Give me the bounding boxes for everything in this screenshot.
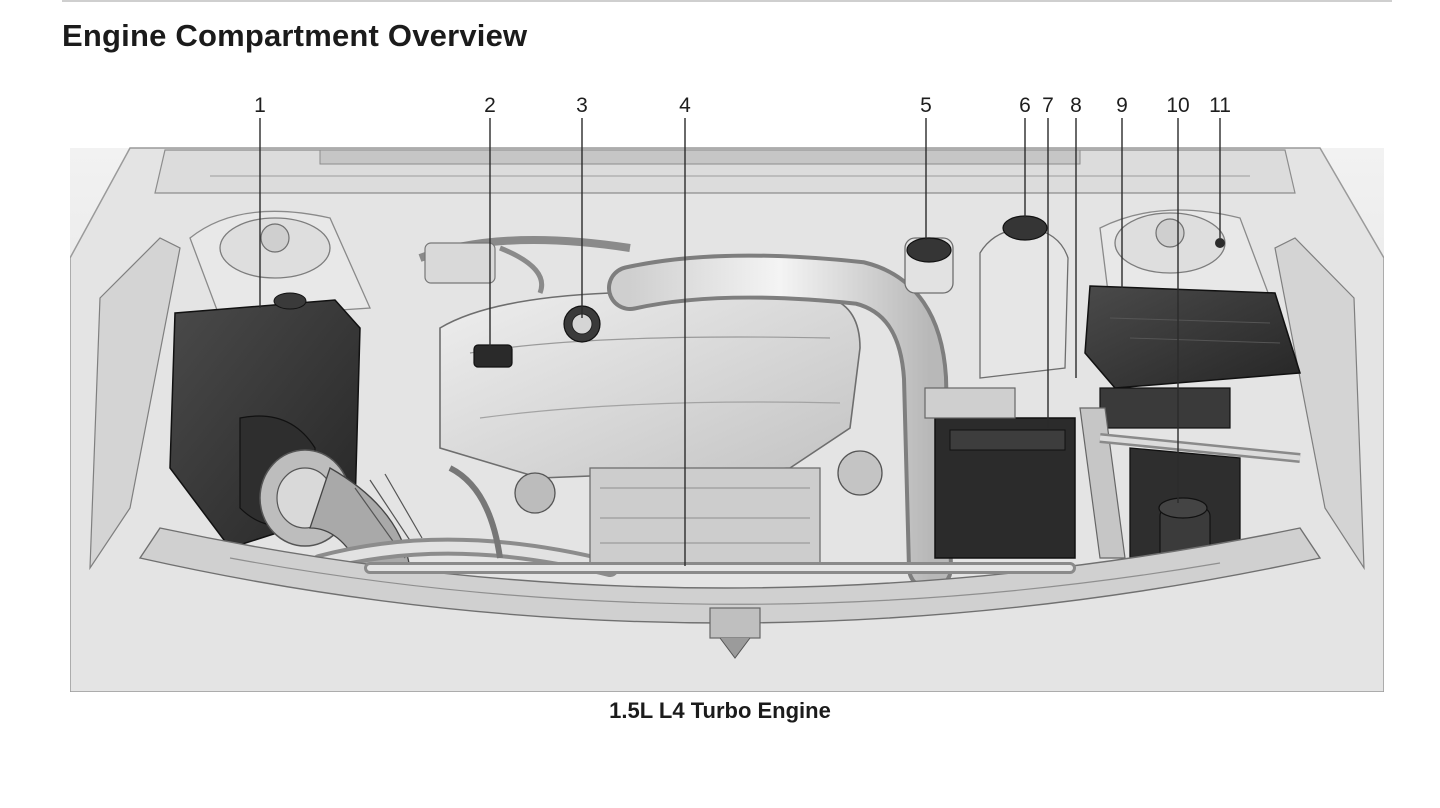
radiator-support <box>138 527 1322 659</box>
coolant-surge-tank <box>979 215 1069 379</box>
callout-3: 3 <box>576 94 588 117</box>
page-title: Engine Compartment Overview <box>62 18 528 53</box>
callout-11: 11 <box>1209 94 1231 117</box>
strut-tower-left <box>189 210 371 319</box>
callout-2: 2 <box>484 94 496 117</box>
callout-4: 4 <box>679 94 691 117</box>
callout-6: 6 <box>1019 94 1031 117</box>
figure-caption: 1.5L L4 Turbo Engine <box>609 698 831 723</box>
strut-tower-right <box>1099 209 1271 309</box>
brake-fluid-reservoir <box>904 237 954 294</box>
top-rule <box>62 0 1392 2</box>
callout-7: 7 <box>1042 94 1054 117</box>
callout-leaders <box>259 118 1225 566</box>
lower-coolant-pipe <box>311 537 619 577</box>
battery-frame <box>1079 407 1301 559</box>
callout-10: 10 <box>1166 94 1189 117</box>
battery <box>924 387 1076 559</box>
callout-1: 1 <box>254 94 266 117</box>
fender-rails <box>89 237 1365 571</box>
callout-numbers: 1 2 3 4 5 6 7 8 9 10 11 <box>254 94 1231 117</box>
engine-cover <box>439 292 861 479</box>
engine-compartment-illustration: 1 2 3 4 5 6 7 8 9 10 11 <box>69 88 1385 693</box>
callout-8: 8 <box>1070 94 1082 117</box>
underhood-fuse-block <box>1084 285 1301 429</box>
upper-hoses <box>418 236 631 294</box>
callout-5: 5 <box>920 94 932 117</box>
cowl-panel <box>154 149 1296 194</box>
callout-9: 9 <box>1116 94 1128 117</box>
engine-block <box>448 450 883 564</box>
